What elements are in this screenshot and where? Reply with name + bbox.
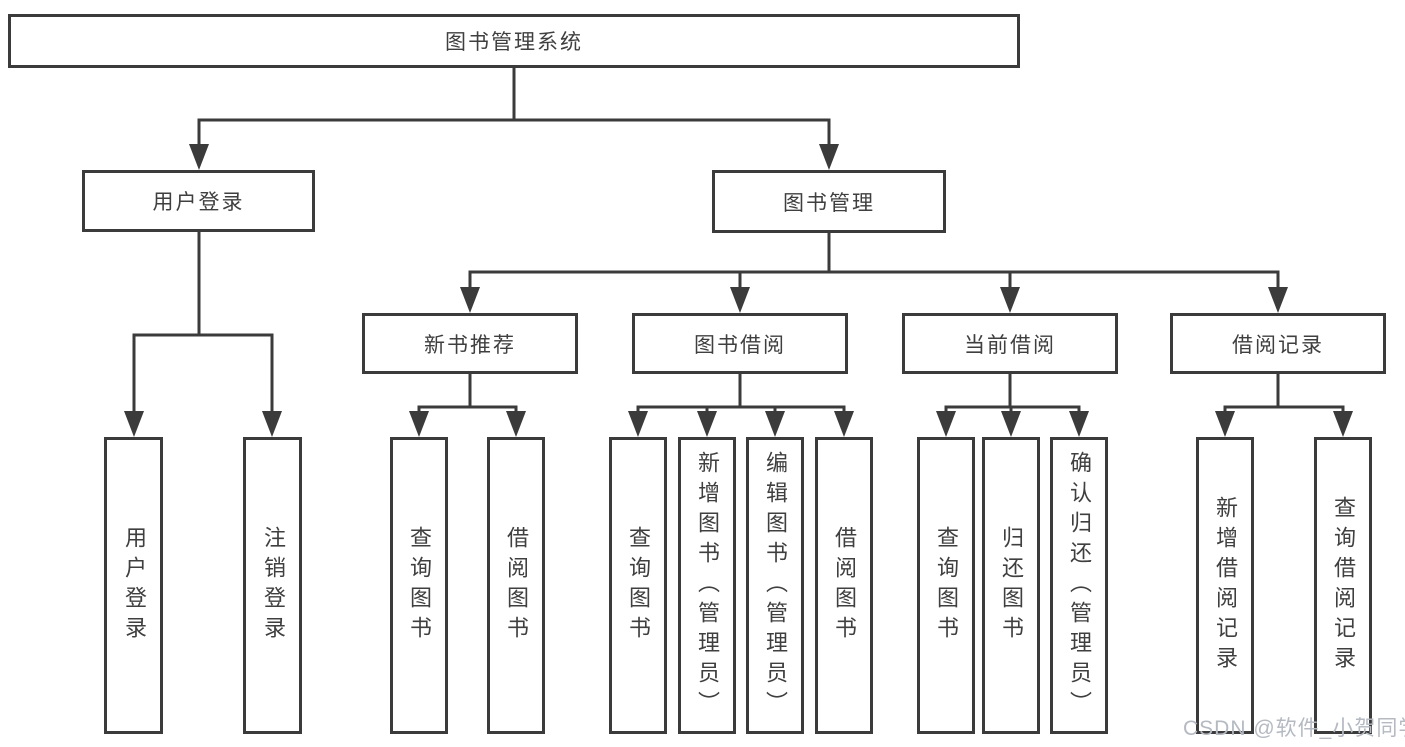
- leaf-confirm-return-admin: 确认归还（管理员）: [1050, 437, 1108, 734]
- leaf-query-books-borrow: 查询图书: [609, 437, 667, 734]
- leaf-query-books-recommend: 查询图书: [390, 437, 448, 734]
- arrowhead-down: [936, 411, 956, 437]
- arrowhead-down: [460, 287, 480, 313]
- arrowhead-down: [506, 411, 526, 437]
- arrowhead-down: [834, 411, 854, 437]
- arrowhead-down: [409, 411, 429, 437]
- arrowhead-down: [1215, 411, 1235, 437]
- arrowhead-down: [1268, 287, 1288, 313]
- arrowhead-down: [697, 411, 717, 437]
- node-borrow-records: 借阅记录: [1170, 313, 1386, 374]
- leaf-edit-books-admin: 编辑图书（管理员）: [746, 437, 804, 734]
- csdn-watermark: CSDN @软件_小贺同学: [1183, 717, 1405, 740]
- node-book-management: 图书管理: [712, 170, 946, 233]
- arrowhead-down: [1069, 411, 1089, 437]
- arrowhead-down: [1001, 411, 1021, 437]
- node-root-library-system: 图书管理系统: [8, 14, 1020, 68]
- arrowhead-down: [730, 287, 750, 313]
- arrowhead-down: [1000, 287, 1020, 313]
- leaf-add-books-admin: 新增图书（管理员）: [678, 437, 736, 734]
- node-current-borrow: 当前借阅: [902, 313, 1118, 374]
- leaf-borrow-books: 借阅图书: [815, 437, 873, 734]
- arrowhead-down: [189, 144, 209, 170]
- leaf-borrow-books-recommend: 借阅图书: [487, 437, 545, 734]
- leaf-logout: 注销登录: [243, 437, 302, 734]
- arrowhead-down: [262, 411, 282, 437]
- leaf-return-books: 归还图书: [982, 437, 1040, 734]
- leaf-add-borrow-record: 新增借阅记录: [1196, 437, 1254, 734]
- arrowhead-down: [628, 411, 648, 437]
- arrowhead-down: [765, 411, 785, 437]
- arrowhead-down: [1333, 411, 1353, 437]
- leaf-query-borrow-record: 查询借阅记录: [1314, 437, 1372, 734]
- arrowhead-down: [819, 144, 839, 170]
- arrowhead-down: [124, 411, 144, 437]
- node-user-login: 用户登录: [82, 170, 315, 232]
- node-book-borrow: 图书借阅: [632, 313, 848, 374]
- node-new-book-recommend: 新书推荐: [362, 313, 578, 374]
- leaf-user-login: 用户登录: [104, 437, 163, 734]
- leaf-query-books-current: 查询图书: [917, 437, 975, 734]
